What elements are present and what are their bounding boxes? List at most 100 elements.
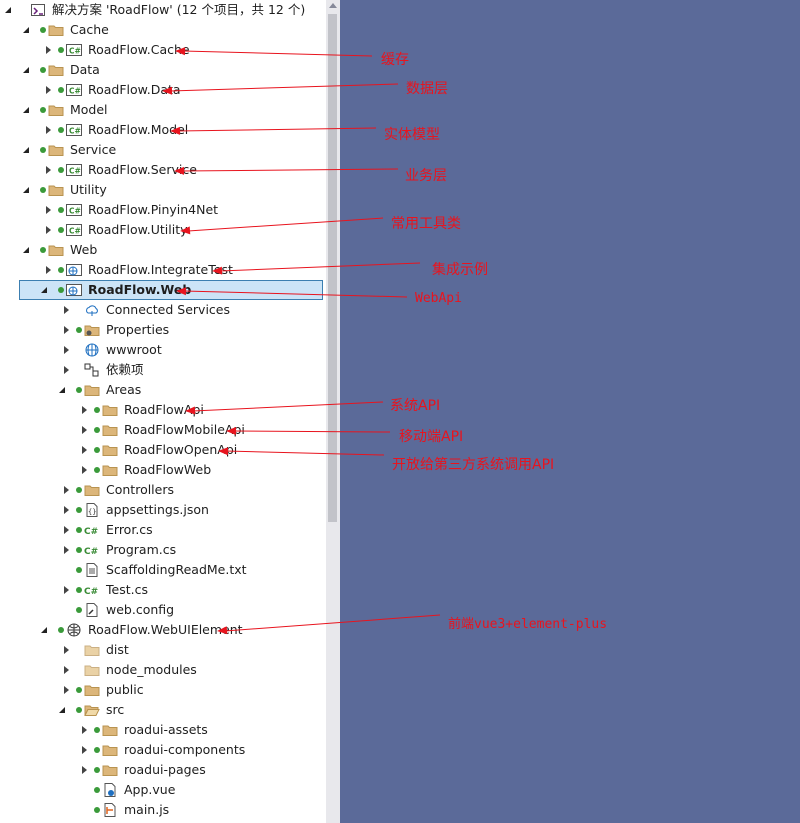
tree-row[interactable]: Utility [0, 180, 326, 200]
collapse-arrow-icon[interactable] [64, 346, 69, 354]
collapse-arrow-icon[interactable] [64, 686, 69, 694]
collapse-arrow-icon[interactable] [46, 46, 51, 54]
scroll-up-icon[interactable] [329, 3, 337, 8]
tree-row[interactable]: RoadFlow.WebUIElement [0, 620, 326, 640]
tree-row[interactable]: Data [0, 60, 326, 80]
tree-row[interactable]: RoadFlowApi [0, 400, 326, 420]
collapse-arrow-icon[interactable] [82, 406, 87, 414]
collapse-arrow-icon[interactable] [64, 326, 69, 334]
tree-row[interactable]: roadui-pages [0, 760, 326, 780]
tree-row[interactable]: Areas [0, 380, 326, 400]
tree-row[interactable]: {}appsettings.json [0, 500, 326, 520]
scrollbar-thumb[interactable] [328, 14, 337, 522]
tree-row[interactable]: C#RoadFlow.Pinyin4Net [0, 200, 326, 220]
status-dot-icon [76, 607, 82, 613]
collapse-arrow-icon[interactable] [64, 526, 69, 534]
collapse-arrow-icon[interactable] [64, 306, 69, 314]
tree-row[interactable]: C#RoadFlow.Utility [0, 220, 326, 240]
tree-row[interactable]: Cache [0, 20, 326, 40]
tree-row[interactable]: ScaffoldingReadMe.txt [0, 560, 326, 580]
tree-row[interactable]: web.config [0, 600, 326, 620]
expand-arrow-icon[interactable] [5, 7, 11, 13]
tree-row[interactable]: node_modules [0, 660, 326, 680]
tree-row[interactable]: 依赖项 [0, 360, 326, 380]
collapse-arrow-icon[interactable] [64, 646, 69, 654]
tree-row[interactable]: C# Test.cs [0, 580, 326, 600]
annotation-arrow-line [183, 290, 408, 298]
tree-row[interactable]: RoadFlow.IntegrateTest [0, 260, 326, 280]
tree-row[interactable]: C#RoadFlow.Data [0, 80, 326, 100]
tree-item-label: RoadFlow.Cache [88, 42, 190, 57]
tree-row[interactable]: RoadFlowMobileApi [0, 420, 326, 440]
tree-row[interactable]: App.vue [0, 780, 326, 800]
tree-row[interactable]: src [0, 700, 326, 720]
tree-item-label: RoadFlow.WebUIElement [88, 622, 243, 637]
collapse-arrow-icon[interactable] [82, 766, 87, 774]
tree-row[interactable]: public [0, 680, 326, 700]
tree-row[interactable]: main.js [0, 800, 326, 820]
svg-text:C#: C# [69, 167, 81, 176]
collapse-arrow-icon[interactable] [82, 746, 87, 754]
expand-arrow-icon[interactable] [41, 627, 47, 633]
tree-row[interactable]: roadui-components [0, 740, 326, 760]
collapse-arrow-icon[interactable] [64, 486, 69, 494]
collapse-arrow-icon[interactable] [46, 266, 51, 274]
tree-row[interactable]: roadui-assets [0, 720, 326, 740]
expand-arrow-icon[interactable] [23, 147, 29, 153]
tree-row[interactable]: Service [0, 140, 326, 160]
tree-row[interactable]: Controllers [0, 480, 326, 500]
selection-highlight [19, 280, 323, 300]
expand-arrow-icon[interactable] [59, 387, 65, 393]
expand-arrow-icon[interactable] [23, 67, 29, 73]
tree-row[interactable]: RoadFlowOpenApi [0, 440, 326, 460]
status-dot-icon [58, 167, 64, 173]
annotation-label: 前端vue3+element-plus [448, 617, 608, 632]
tree-row[interactable]: wwwroot [0, 340, 326, 360]
collapse-arrow-icon[interactable] [82, 426, 87, 434]
expand-arrow-icon[interactable] [23, 107, 29, 113]
expand-arrow-icon[interactable] [23, 187, 29, 193]
collapse-arrow-icon[interactable] [82, 726, 87, 734]
annotation-arrow-line [224, 614, 441, 632]
tree-row[interactable]: Web [0, 240, 326, 260]
tree-row[interactable]: 解决方案 'RoadFlow' (12 个项目，共 12 个) [0, 0, 326, 20]
tree-item-label: roadui-components [124, 742, 246, 757]
tree-row[interactable]: dist [0, 640, 326, 660]
collapse-arrow-icon[interactable] [46, 206, 51, 214]
status-dot-icon [94, 747, 100, 753]
expand-arrow-icon[interactable] [23, 27, 29, 33]
collapse-arrow-icon[interactable] [82, 446, 87, 454]
collapse-arrow-icon[interactable] [64, 546, 69, 554]
collapse-arrow-icon[interactable] [64, 506, 69, 514]
tree-row[interactable]: Properties [0, 320, 326, 340]
tree-row[interactable]: C#Error.cs [0, 520, 326, 540]
tree-row[interactable]: C#RoadFlow.Cache [0, 40, 326, 60]
web-project-icon [66, 262, 82, 278]
tree-row[interactable]: RoadFlowWeb [0, 460, 326, 480]
tree-row[interactable]: Connected Services [0, 300, 326, 320]
collapse-arrow-icon[interactable] [46, 166, 51, 174]
tree-row-selected[interactable]: RoadFlow.Web [0, 280, 326, 300]
vertical-scrollbar[interactable] [326, 0, 340, 823]
collapse-arrow-icon[interactable] [64, 586, 69, 594]
annotation-label: 业务层 [405, 168, 447, 184]
collapse-arrow-icon[interactable] [46, 226, 51, 234]
collapse-arrow-icon[interactable] [64, 366, 69, 374]
status-dot-icon [40, 147, 46, 153]
csharp-file-icon: C# [84, 582, 100, 598]
tree-item-label: Test.cs [106, 582, 148, 597]
folder-icon [102, 402, 118, 418]
collapse-arrow-icon[interactable] [82, 466, 87, 474]
tree-row[interactable]: C#RoadFlow.Service [0, 160, 326, 180]
expand-arrow-icon[interactable] [41, 287, 47, 293]
collapse-arrow-icon[interactable] [46, 126, 51, 134]
tree-row[interactable]: C#RoadFlow.Model [0, 120, 326, 140]
expand-arrow-icon[interactable] [59, 707, 65, 713]
collapse-arrow-icon[interactable] [64, 666, 69, 674]
collapse-arrow-icon[interactable] [46, 86, 51, 94]
tree-row[interactable]: Model [0, 100, 326, 120]
expand-arrow-icon[interactable] [23, 247, 29, 253]
folder-icon [48, 22, 64, 38]
folder-icon [48, 182, 64, 198]
tree-row[interactable]: C#Program.cs [0, 540, 326, 560]
